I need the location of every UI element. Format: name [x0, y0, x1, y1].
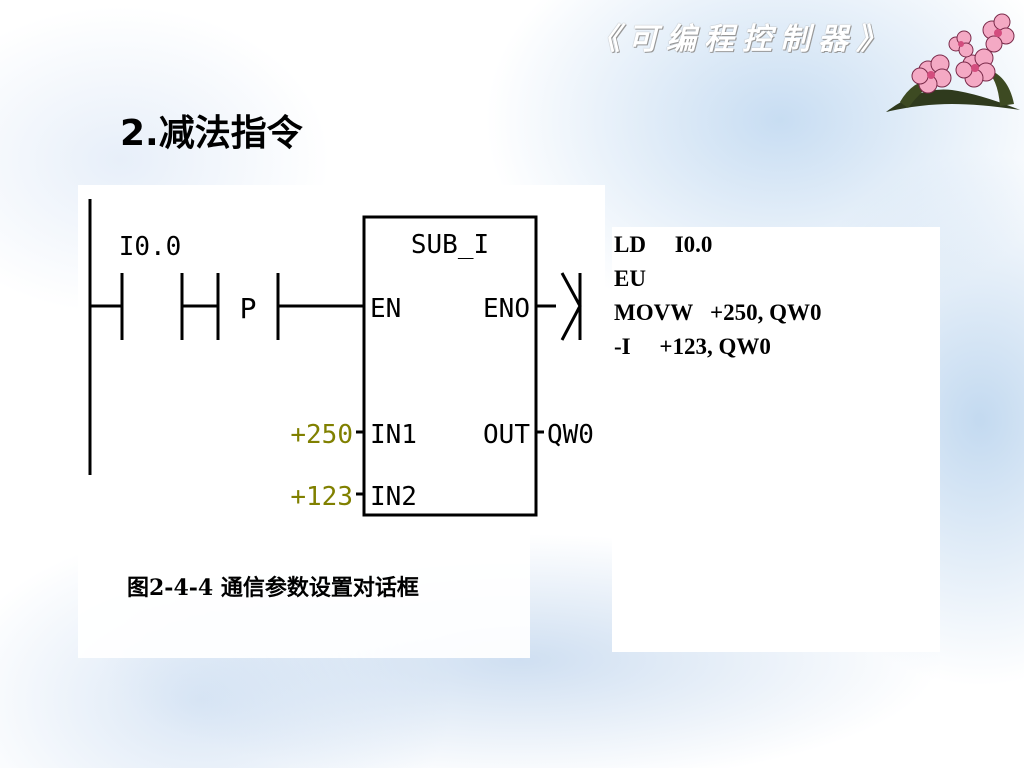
block-name: SUB_I [411, 230, 489, 260]
out-value: QW0 [547, 420, 594, 450]
code-line: LD I0.0 [614, 232, 713, 257]
figure-caption: 图2-4-4 通信参数设置对话框 [127, 575, 419, 601]
code-line: -I +123, QW0 [614, 334, 771, 359]
code-panel [612, 227, 940, 652]
flower-decoration-icon [886, 13, 1020, 112]
pin-eno: ENO [483, 294, 530, 324]
pin-in1: IN1 [370, 420, 417, 450]
page-title: 2.减法指令 [120, 113, 303, 154]
pin-en: EN [370, 294, 401, 324]
pin-in2: IN2 [370, 482, 417, 512]
code-line: MOVW +250, QW0 [614, 300, 822, 325]
eno-arrow-icon [560, 272, 582, 341]
normally-open-contact-icon [120, 273, 184, 340]
edge-label: P [240, 292, 257, 325]
in2-value: +123 [290, 482, 353, 512]
caption-panel [78, 530, 530, 658]
positive-edge-contact-icon [216, 273, 280, 340]
in1-value: +250 [290, 420, 353, 450]
pin-out: OUT [483, 420, 530, 450]
header-title: 《可编程控制器》 [590, 22, 894, 57]
sub-i-block [362, 215, 538, 517]
contact-label: I0.0 [119, 232, 182, 262]
ladder-diagram: I0.0 P SUB_I EN ENO IN1 OUT IN2 +250 +12… [88, 199, 594, 517]
code-line: EU [614, 266, 646, 291]
